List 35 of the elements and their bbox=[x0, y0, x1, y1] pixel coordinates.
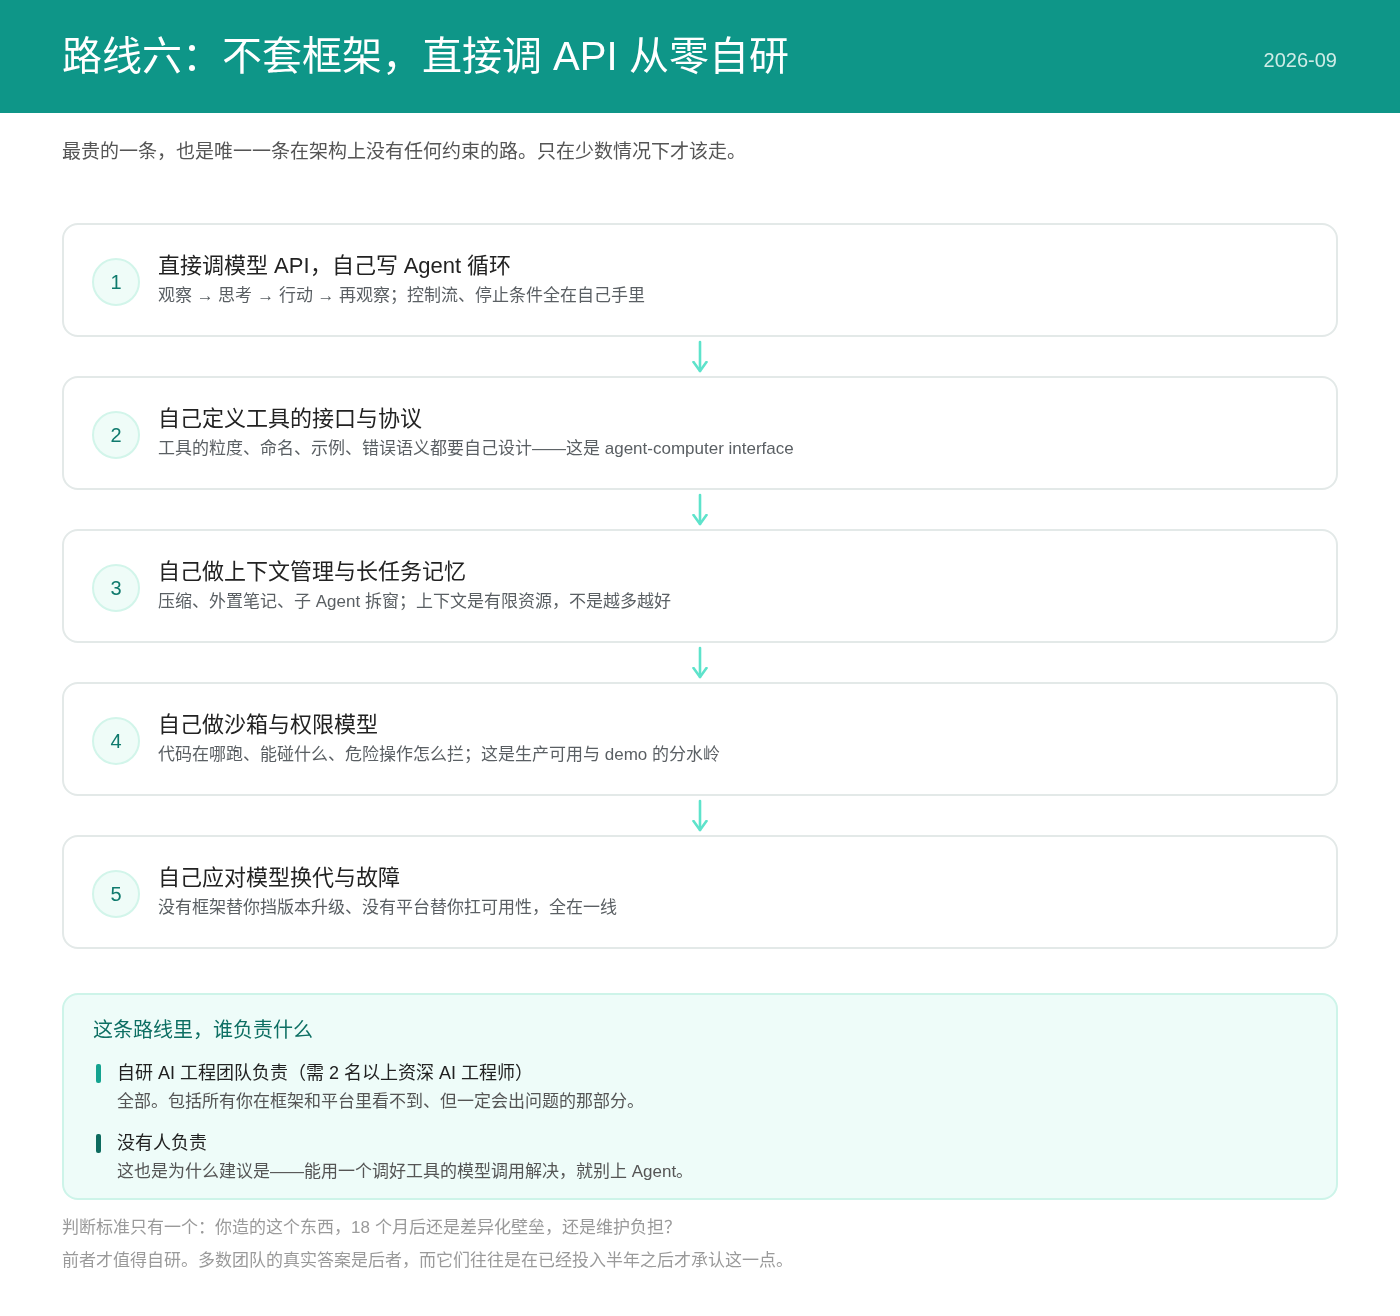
arrow bbox=[692, 799, 708, 832]
step-card bbox=[62, 223, 1338, 337]
arrow bbox=[692, 340, 708, 373]
info-panel bbox=[62, 993, 1338, 1200]
panel-heading: 这条路线里，谁负责什么 bbox=[93, 1018, 313, 1043]
step-description: 代码在哪跑、能碰什么、危险操作怎么拦；这是生产可用与 demo 的分水岭 bbox=[158, 744, 720, 766]
step-description: 工具的粒度、命名、示例、错误语义都要自己设计——这是 agent-computer interface bbox=[158, 438, 794, 460]
number-circle: 1 bbox=[92, 258, 140, 306]
number-circle: 3 bbox=[92, 564, 140, 612]
arrow bbox=[692, 646, 708, 679]
step-description: 观察 → 思考 → 行动 → 再观察；控制流、停止条件全在自己手里 bbox=[158, 285, 646, 307]
step-card bbox=[62, 682, 1338, 796]
number-circle: 5 bbox=[92, 870, 140, 918]
footnote: 前者才值得自研。多数团队的真实答案是后者，而它们往往是在已经投入半年之后才承认这一点。 bbox=[62, 1250, 793, 1272]
step-heading: 自己应对模型换代与故障 bbox=[158, 864, 400, 892]
step-card bbox=[62, 376, 1338, 490]
step-heading: 自己定义工具的接口与协议 bbox=[158, 405, 422, 433]
step-description: 没有框架替你挡版本升级、没有平台替你扛可用性，全在一线 bbox=[158, 897, 617, 919]
item-title: 自研 AI 工程团队负责（需 2 名以上资深 AI 工程师） bbox=[117, 1062, 534, 1085]
item-text: 全部。包括所有你在框架和平台里看不到、但一定会出问题的那部分。 bbox=[117, 1091, 644, 1113]
arrow bbox=[692, 493, 708, 526]
title: 路线六：不套框架，直接调 API 从零自研 bbox=[62, 33, 789, 80]
footnote: 判断标准只有一个：你造的这个东西，18 个月后还是差异化壁垒，还是维护负担？ bbox=[62, 1217, 681, 1239]
step-description: 压缩、外置笔记、子 Agent 拆窗；上下文是有限资源，不是越多越好 bbox=[158, 591, 671, 613]
step-heading: 自己做沙箱与权限模型 bbox=[158, 711, 378, 739]
step-heading: 自己做上下文管理与长任务记忆 bbox=[158, 558, 466, 586]
number-circle: 4 bbox=[92, 717, 140, 765]
item-title: 没有人负责 bbox=[117, 1132, 207, 1155]
item-text: 这也是为什么建议是——能用一个调好工具的模型调用解决，就别上 Agent。 bbox=[117, 1161, 694, 1183]
step-card bbox=[62, 835, 1338, 949]
number-circle: 2 bbox=[92, 411, 140, 459]
date: 2026-09 bbox=[1263, 48, 1337, 73]
subtitle: 最贵的一条，也是唯一一条在架构上没有任何约束的路。只在少数情况下才该走。 bbox=[62, 140, 746, 164]
step-card bbox=[62, 529, 1338, 643]
step-heading: 直接调模型 API，自己写 Agent 循环 bbox=[158, 252, 512, 280]
